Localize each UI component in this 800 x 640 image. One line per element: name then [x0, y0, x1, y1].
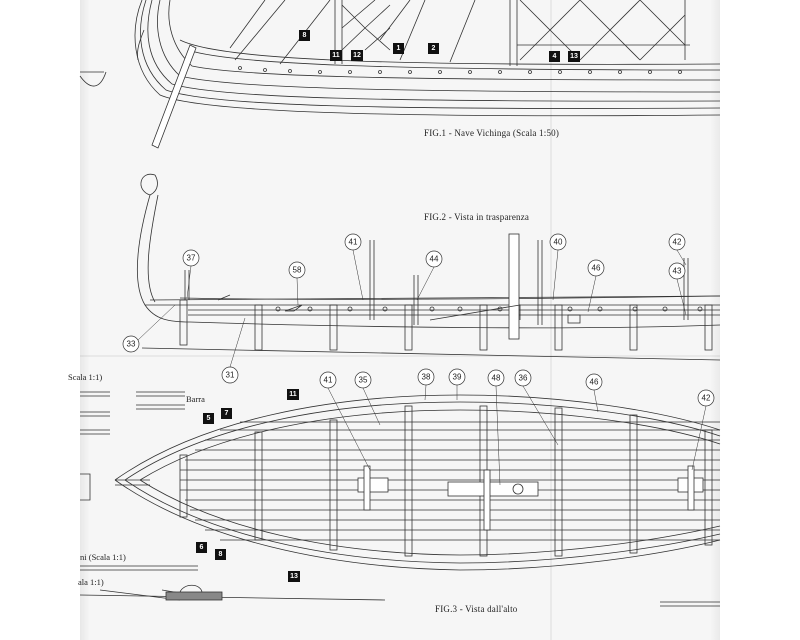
leader-lines — [137, 249, 707, 486]
fig1-ship-side-view — [79, 0, 721, 149]
part-label: 39 — [453, 373, 462, 382]
part-label: 1 — [397, 45, 401, 52]
fig2-caption: FIG.2 - Vista in trasparenza — [424, 212, 530, 222]
part-label: 41 — [349, 238, 358, 247]
part-label: 13 — [290, 573, 298, 580]
part-label: 13 — [570, 53, 578, 60]
part-label: 58 — [293, 266, 302, 275]
part-label: 33 — [127, 340, 136, 349]
fig3-caption: FIG.3 - Vista dall'alto — [435, 604, 518, 614]
scale-label: Scala 1:1) — [68, 372, 103, 382]
part-label: 43 — [673, 267, 682, 276]
part-label: 11 — [289, 391, 297, 398]
fig3-part-label-text: 41 35 38 39 48 36 46 42 — [324, 373, 711, 403]
part-label: 12 — [353, 52, 361, 59]
part-label: 46 — [590, 378, 599, 387]
part-label: 2 — [432, 45, 436, 52]
fig2-part-label-text: 41 40 42 37 44 46 58 43 33 31 — [127, 238, 682, 380]
part-label: 5 — [207, 415, 211, 422]
part-label: 44 — [430, 255, 439, 264]
part-label: 46 — [592, 264, 601, 273]
part-label: 42 — [702, 394, 711, 403]
small-parts — [79, 391, 720, 607]
part-label: 40 — [554, 238, 563, 247]
drawing-sheet: 8 11 12 1 2 4 13 41 40 42 37 44 46 58 43… — [68, 0, 721, 640]
fold-line — [80, 355, 720, 357]
scale-label-bottom: ala 1:1) — [78, 577, 104, 587]
fold-line — [550, 0, 552, 640]
fig1-part-labels: 8 11 12 1 2 4 13 — [299, 30, 580, 62]
fig3-black-labels: 11 5 7 6 8 13 — [196, 389, 300, 582]
fig3-ship-top-view — [80, 394, 721, 571]
part-label: 48 — [492, 374, 501, 383]
part-label: 8 — [303, 32, 307, 39]
part-label: 37 — [187, 254, 196, 263]
barra-label: Barra — [186, 394, 205, 404]
part-label: 11 — [332, 52, 340, 59]
part-label: 6 — [200, 544, 204, 551]
fig3-part-labels — [319, 368, 715, 407]
part-label: 8 — [219, 551, 223, 558]
part-label: 31 — [226, 371, 235, 380]
fig2-ship-transparent-view — [136, 173, 721, 361]
part-label: 36 — [519, 374, 528, 383]
part-label: 38 — [422, 373, 431, 382]
fig1-caption: FIG.1 - Nave Vichinga (Scala 1:50) — [424, 128, 560, 138]
oar-detail — [165, 584, 223, 601]
part-label: 41 — [324, 376, 333, 385]
fig2-part-labels — [122, 233, 686, 384]
part-label: 35 — [359, 376, 368, 385]
part-label: 7 — [225, 410, 229, 417]
part-label: 42 — [673, 238, 682, 247]
oars-scale-label: ni (Scala 1:1) — [80, 552, 126, 562]
part-label: 4 — [553, 53, 557, 60]
ship-drawings: 8 11 12 1 2 4 13 41 40 42 37 44 46 58 43… — [79, 0, 721, 607]
